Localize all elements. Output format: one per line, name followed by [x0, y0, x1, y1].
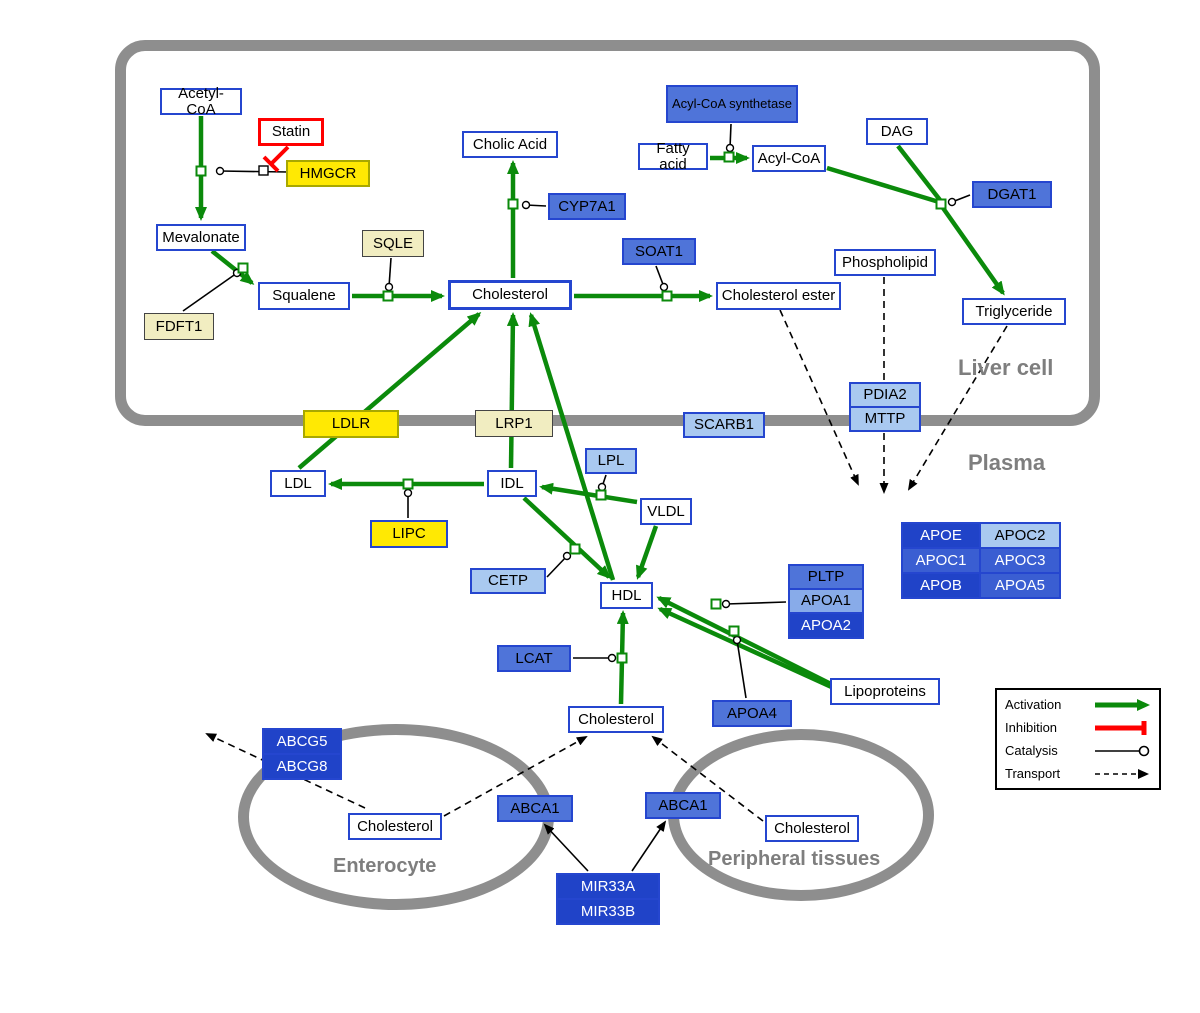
node-fdft1[interactable]: FDFT1	[144, 313, 214, 340]
node-apoc3[interactable]: APOC3	[979, 547, 1061, 574]
node-abca1-enterocyte[interactable]: ABCA1	[497, 795, 573, 822]
node-cetp[interactable]: CETP	[470, 568, 546, 594]
node-abcg8[interactable]: ABCG8	[262, 753, 342, 780]
legend-activation-label: Activation	[1005, 697, 1062, 712]
legend-inhibition-label: Inhibition	[1005, 720, 1058, 735]
regulation-arrows	[543, 820, 667, 872]
node-apoa4[interactable]: APOA4	[712, 700, 792, 727]
legend-row-transport: Transport	[997, 762, 1159, 785]
node-pdia2[interactable]: PDIA2	[849, 382, 921, 408]
node-sqle[interactable]: SQLE	[362, 230, 424, 257]
node-apob[interactable]: APOB	[901, 572, 981, 599]
node-statin[interactable]: Statin	[258, 118, 324, 146]
legend-row-activation: Activation	[997, 693, 1159, 716]
node-cholesterol-peripheral[interactable]: Cholesterol	[765, 815, 859, 842]
node-triglyceride[interactable]: Triglyceride	[962, 298, 1066, 325]
node-apoa2[interactable]: APOA2	[788, 612, 864, 639]
activation-arrow-icon	[1095, 698, 1150, 711]
node-apoa1[interactable]: APOA1	[788, 588, 864, 614]
node-mir33b[interactable]: MIR33B	[556, 898, 660, 925]
node-dag[interactable]: DAG	[866, 118, 928, 145]
node-lpl[interactable]: LPL	[585, 448, 637, 474]
plasma-label: Plasma	[968, 450, 1046, 475]
enterocyte-label: Enterocyte	[333, 855, 437, 877]
transport-dashed-arrow-icon	[1095, 768, 1149, 779]
node-phospholipid[interactable]: Phospholipid	[834, 249, 936, 276]
node-cholesterol-plasma[interactable]: Cholesterol	[568, 706, 664, 733]
node-squalene[interactable]: Squalene	[258, 282, 350, 310]
node-hmgcr[interactable]: HMGCR	[286, 160, 370, 187]
node-mir33a[interactable]: MIR33A	[556, 873, 660, 900]
node-hdl[interactable]: HDL	[600, 582, 653, 609]
node-mttp[interactable]: MTTP	[849, 406, 921, 432]
legend: Activation Inhibition Catalysis Transpor…	[995, 688, 1161, 790]
node-mevalonate[interactable]: Mevalonate	[156, 224, 246, 251]
node-cyp7a1[interactable]: CYP7A1	[548, 193, 626, 220]
node-acyl-coa[interactable]: Acyl-CoA	[752, 145, 826, 172]
node-fatty-acid[interactable]: Fatty acid	[638, 140, 708, 172]
node-apoe[interactable]: APOE	[901, 522, 981, 549]
node-vldl[interactable]: VLDL	[640, 498, 692, 525]
legend-catalysis-label: Catalysis	[1005, 743, 1058, 758]
node-cholesterol-liver[interactable]: Cholesterol	[448, 280, 572, 310]
node-lipoproteins[interactable]: Lipoproteins	[830, 678, 940, 705]
node-soat1[interactable]: SOAT1	[622, 238, 696, 265]
node-scarb1[interactable]: SCARB1	[683, 412, 765, 438]
node-apoc2[interactable]: APOC2	[979, 522, 1061, 549]
node-ldl[interactable]: LDL	[270, 470, 326, 497]
node-cholic-acid[interactable]: Cholic Acid	[462, 131, 558, 158]
node-abcg5[interactable]: ABCG5	[262, 728, 342, 755]
node-abca1-peripheral[interactable]: ABCA1	[645, 792, 721, 819]
peripheral-tissues-label: Peripheral tissues	[708, 848, 881, 870]
node-acetyl-coa[interactable]: Acetyl-CoA	[160, 85, 242, 117]
liver-cell-compartment	[115, 40, 1100, 426]
node-lrp1[interactable]: LRP1	[475, 410, 553, 437]
inhibition-tbar-icon	[1095, 720, 1147, 735]
liver-cell-label: Liver cell	[958, 355, 1054, 380]
legend-row-inhibition: Inhibition	[997, 716, 1159, 739]
node-idl[interactable]: IDL	[487, 470, 537, 497]
legend-row-catalysis: Catalysis	[997, 739, 1159, 762]
node-cholesterol-ester[interactable]: Cholesterol ester	[716, 282, 841, 310]
node-pltp[interactable]: PLTP	[788, 564, 864, 590]
node-cholesterol-enterocyte[interactable]: Cholesterol	[348, 813, 442, 840]
node-apoa5[interactable]: APOA5	[979, 572, 1061, 599]
node-acyl-coa-synthetase[interactable]: Acyl-CoA synthetase	[666, 85, 798, 123]
node-apoc1[interactable]: APOC1	[901, 547, 981, 574]
legend-transport-label: Transport	[1005, 766, 1061, 781]
node-lipc[interactable]: LIPC	[370, 520, 448, 548]
node-lcat[interactable]: LCAT	[497, 645, 571, 672]
node-ldlr[interactable]: LDLR	[303, 410, 399, 438]
catalysis-circle-icon	[1095, 745, 1150, 756]
node-dgat1[interactable]: DGAT1	[972, 181, 1052, 208]
